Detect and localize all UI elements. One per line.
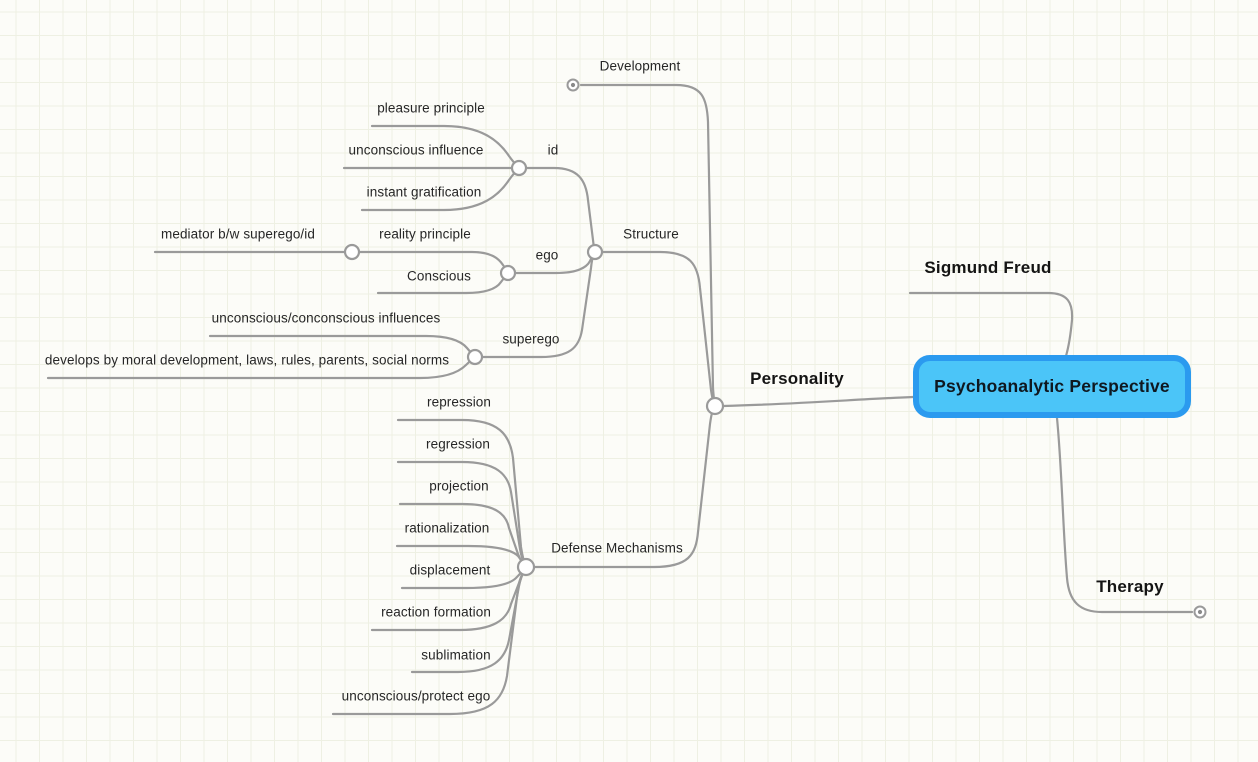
- connector-personality-root: [721, 395, 915, 408]
- junction-id: [510, 159, 528, 177]
- node-develops-by[interactable]: develops by moral development, laws, rul…: [44, 352, 450, 368]
- root-node-psychoanalytic-perspective[interactable]: Psychoanalytic Perspective: [913, 355, 1191, 418]
- node-development[interactable]: Development: [599, 58, 681, 74]
- connector-id: [517, 166, 597, 254]
- collapsed-branch-icon-development[interactable]: [566, 78, 580, 92]
- node-rationalization[interactable]: rationalization: [404, 520, 490, 536]
- connector-structure: [593, 250, 717, 408]
- node-sublimation[interactable]: sublimation: [421, 647, 491, 663]
- node-defense-mechanisms[interactable]: Defense Mechanisms: [551, 540, 683, 556]
- node-instant-gratification[interactable]: instant gratification: [366, 184, 482, 200]
- node-regression[interactable]: regression: [425, 436, 491, 452]
- node-unconscious-conconscious[interactable]: unconscious/conconscious influences: [211, 310, 441, 326]
- node-personality[interactable]: Personality: [750, 369, 844, 388]
- node-unconscious-influence[interactable]: unconscious influence: [348, 142, 484, 158]
- node-projection[interactable]: projection: [429, 478, 489, 494]
- node-unconscious-protect-ego[interactable]: unconscious/protect ego: [341, 688, 491, 704]
- root-node-label: Psychoanalytic Perspective: [934, 376, 1170, 396]
- junction-defense-mechanisms: [516, 557, 536, 577]
- junction-personality: [705, 396, 725, 416]
- collapsed-branch-icon-therapy[interactable]: [1193, 605, 1207, 619]
- node-id[interactable]: id: [547, 142, 559, 158]
- node-conscious[interactable]: Conscious: [407, 268, 471, 284]
- connector-development: [579, 83, 717, 408]
- node-superego[interactable]: superego: [502, 331, 560, 347]
- connector-sigmund-freud: [908, 291, 1074, 358]
- node-pleasure-principle[interactable]: pleasure principle: [377, 100, 485, 116]
- junction-superego: [466, 348, 484, 366]
- node-reaction-formation[interactable]: reaction formation: [381, 604, 491, 620]
- node-displacement[interactable]: displacement: [409, 562, 491, 578]
- connector-projection: [398, 502, 528, 569]
- connector-therapy: [1055, 416, 1194, 614]
- junction-ego: [499, 264, 517, 282]
- node-therapy[interactable]: Therapy: [1096, 577, 1164, 596]
- node-reality-principle[interactable]: reality principle: [379, 226, 471, 242]
- junction-structure: [586, 243, 604, 261]
- node-ego[interactable]: ego: [535, 247, 559, 263]
- node-sigmund-freud[interactable]: Sigmund Freud: [924, 258, 1052, 277]
- junction-reality-principle: [343, 243, 361, 261]
- node-mediator[interactable]: mediator b/w superego/id: [161, 226, 315, 242]
- node-structure[interactable]: Structure: [623, 226, 679, 242]
- node-repression[interactable]: repression: [426, 394, 492, 410]
